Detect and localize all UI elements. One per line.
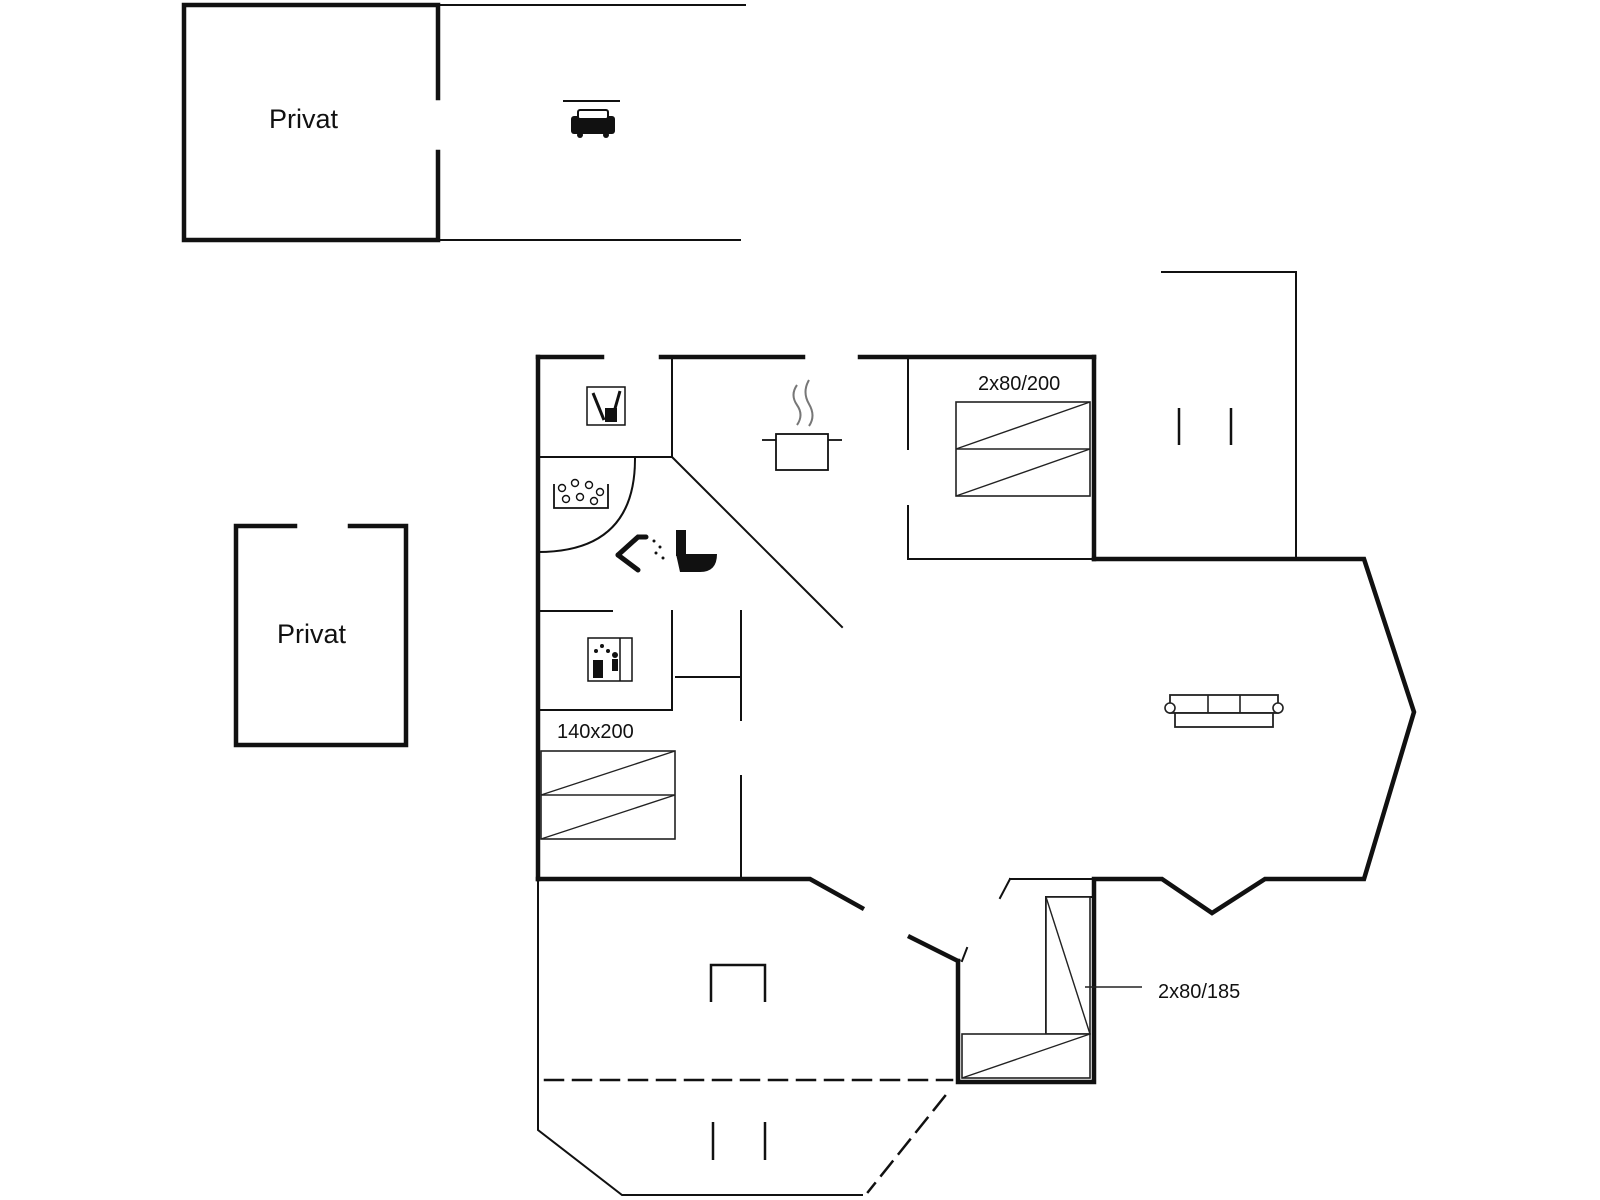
terrace-outline: [537, 271, 1297, 1196]
car-icon: [563, 100, 620, 138]
annex-top: [181, 2, 746, 243]
private-room-top-label: Privat: [269, 104, 339, 134]
fireplace-icon: [709, 963, 767, 1002]
house-exterior: [535, 354, 1417, 1085]
sauna-icon: [587, 637, 633, 682]
bed-size-label-left: 140x200: [557, 721, 634, 743]
terrace-chairs-top: [1177, 408, 1233, 445]
bed-size-label-top-right: 2x80/200: [978, 373, 1060, 395]
bed-size-label-bottom-right: 2x80/185: [1158, 981, 1240, 1003]
private-room-left-label: Privat: [277, 619, 347, 649]
sofa-icon: [1164, 694, 1284, 728]
whirlpool-icon: [553, 478, 609, 509]
cleaning-supplies-icon: [586, 386, 626, 426]
annex-left: [233, 523, 409, 748]
toilet-icon: [676, 530, 717, 572]
cooking-pot-icon: [762, 379, 842, 471]
double-bed-left: [540, 750, 676, 840]
spa-area-outline: [536, 457, 637, 554]
terrace-chairs-bottom: [711, 1122, 767, 1160]
bunk-bed-bottom-right: [961, 896, 1142, 1079]
shower-icon: [615, 534, 665, 573]
double-bed-top-right: [955, 401, 1091, 497]
interior-walls: [537, 356, 1095, 1035]
